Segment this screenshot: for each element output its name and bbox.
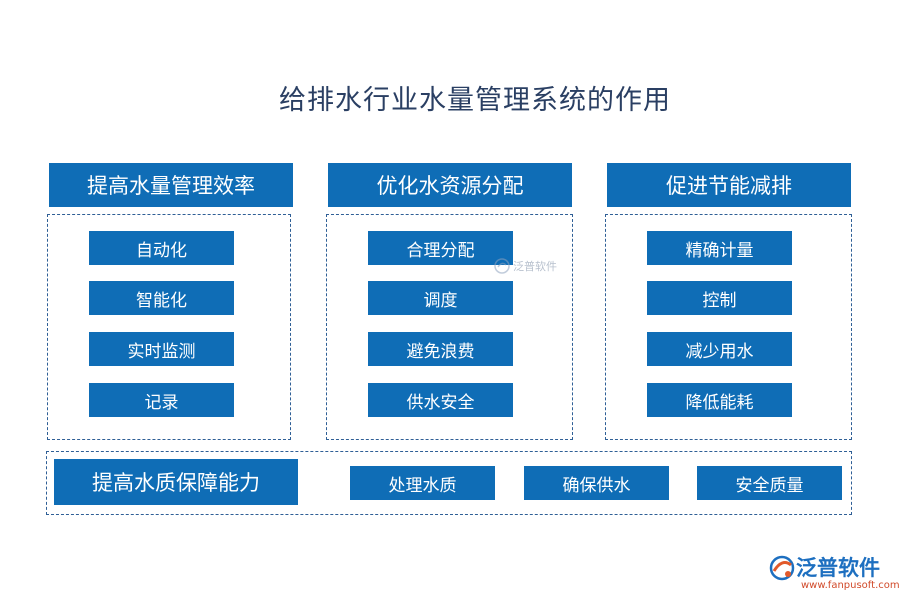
item-box: 实时监测 xyxy=(89,332,234,366)
column-panel-energy xyxy=(605,214,852,440)
watermark-text: 泛普软件 xyxy=(513,260,557,273)
column-panel-allocation xyxy=(326,214,573,440)
column-header-efficiency: 提高水量管理效率 xyxy=(49,163,293,207)
bottom-item-box: 安全质量 xyxy=(697,466,842,500)
bottom-header-quality: 提高水质保障能力 xyxy=(54,459,298,505)
column-header-allocation: 优化水资源分配 xyxy=(328,163,572,207)
item-box: 供水安全 xyxy=(368,383,513,417)
brand-logo: 泛普软件 www.fanpusoft.com xyxy=(768,552,900,598)
item-box: 避免浪费 xyxy=(368,332,513,366)
bottom-item-box: 处理水质 xyxy=(350,466,495,500)
column-header-energy: 促进节能减排 xyxy=(607,163,851,207)
item-box: 合理分配 xyxy=(368,231,513,265)
logo-brand-text: 泛普软件 xyxy=(796,556,880,580)
item-box: 减少用水 xyxy=(647,332,792,366)
item-box: 精确计量 xyxy=(647,231,792,265)
item-box: 自动化 xyxy=(89,231,234,265)
column-panel-efficiency xyxy=(47,214,291,440)
fanpu-logo-icon xyxy=(769,555,795,581)
item-box: 控制 xyxy=(647,281,792,315)
page-title: 给排水行业水量管理系统的作用 xyxy=(279,85,671,116)
bottom-item-box: 确保供水 xyxy=(524,466,669,500)
item-box: 降低能耗 xyxy=(647,383,792,417)
item-box: 调度 xyxy=(368,281,513,315)
bottom-panel xyxy=(46,451,852,515)
watermark: 泛普软件 xyxy=(494,258,557,274)
item-box: 智能化 xyxy=(89,281,234,315)
logo-url-text: www.fanpusoft.com xyxy=(801,580,900,591)
watermark-logo-icon xyxy=(494,258,510,274)
item-box: 记录 xyxy=(89,383,234,417)
